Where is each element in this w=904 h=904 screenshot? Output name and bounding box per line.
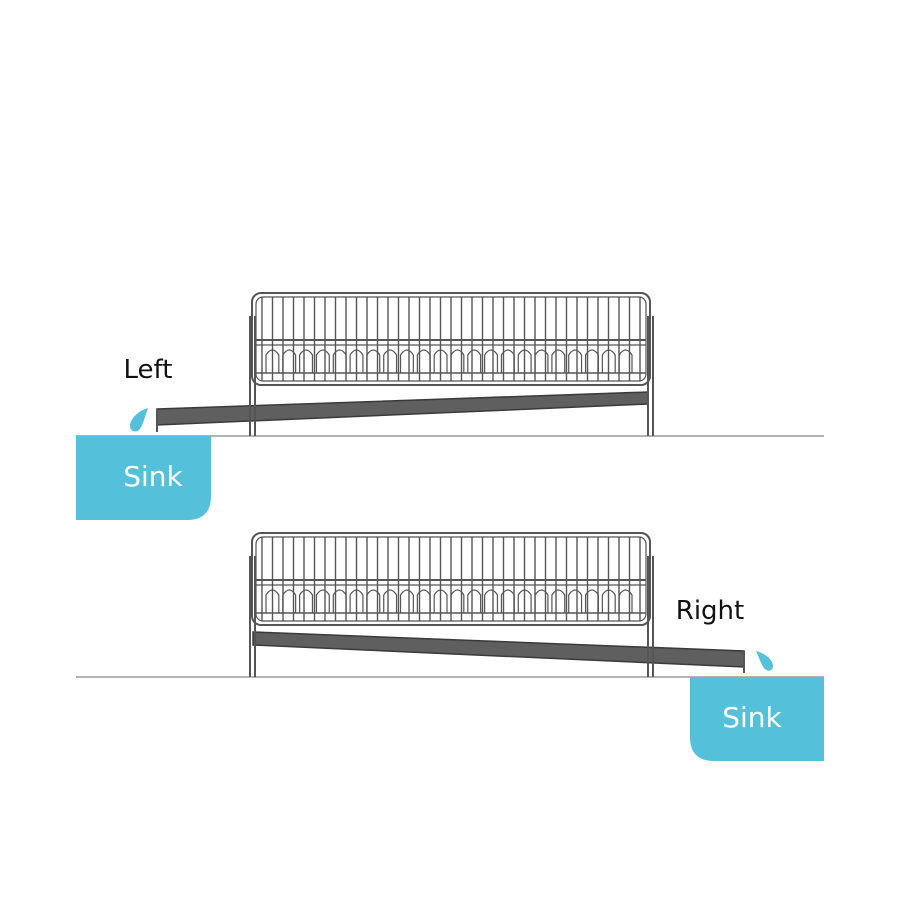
water-drop-icon bbox=[130, 408, 148, 432]
sink-block bbox=[76, 436, 211, 520]
sink-block bbox=[690, 677, 824, 761]
water-drop-icon bbox=[756, 651, 773, 671]
direction-label-right: Right bbox=[676, 596, 744, 626]
scene-left-drain: Sink Left bbox=[76, 292, 824, 520]
direction-label-left: Left bbox=[124, 355, 173, 385]
sink-label: Sink bbox=[722, 701, 782, 734]
drain-board bbox=[156, 391, 649, 426]
dish-rack-icon bbox=[251, 292, 651, 386]
scene-right-drain: Sink Right bbox=[76, 532, 824, 761]
dish-rack-icon bbox=[251, 532, 651, 626]
sink-label: Sink bbox=[123, 460, 183, 493]
rack-legs bbox=[249, 556, 654, 677]
rack-legs bbox=[249, 316, 654, 436]
drain-board bbox=[252, 631, 745, 668]
